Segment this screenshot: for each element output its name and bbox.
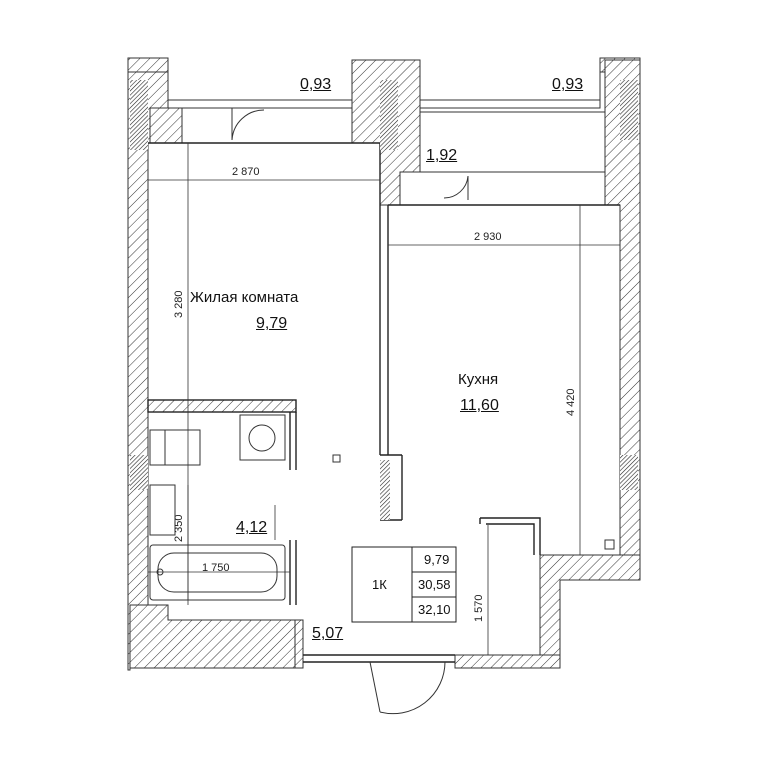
kitchen-area: 11,60 (460, 397, 499, 414)
loggia-area: 1,92 (426, 147, 458, 164)
column-accents (130, 80, 638, 520)
living-room-area: 9,79 (256, 315, 288, 332)
dim-living-height: 3 280 (173, 290, 185, 318)
doors (231, 108, 469, 715)
balcony-right-area: 0,93 (552, 76, 584, 93)
bathroom-area: 4,12 (236, 519, 268, 536)
dim-hall-height: 1 570 (473, 594, 485, 622)
fixtures (149, 414, 615, 623)
dim-kitchen-width: 2 930 (474, 231, 502, 243)
dimension-lines (148, 143, 620, 655)
kitchen-label: Кухня (458, 371, 499, 388)
summary-living-area: 9,79 (424, 552, 450, 567)
interior-walls (147, 142, 620, 663)
dim-kitchen-height: 4 420 (565, 388, 577, 416)
exterior-walls (127, 59, 641, 671)
dim-bath-height: 2 350 (173, 514, 185, 542)
hallway-area: 5,07 (312, 625, 344, 642)
summary-apartment-type: 1К (372, 577, 387, 592)
living-room-label: Жилая комната (190, 289, 299, 306)
summary-total-with-balcony: 32,10 (418, 602, 451, 617)
dim-living-width: 2 870 (232, 166, 260, 178)
summary-total-area: 30,58 (418, 577, 451, 592)
dim-bath-width: 1 750 (202, 562, 230, 574)
balcony-left-area: 0,93 (300, 76, 332, 93)
